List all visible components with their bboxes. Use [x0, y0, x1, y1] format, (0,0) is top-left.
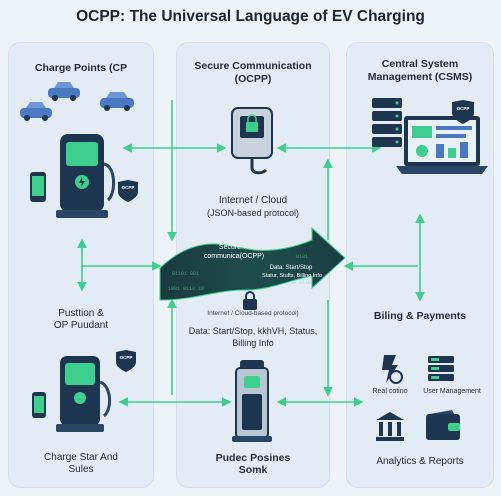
- csms-heading-1: Central System: [381, 58, 459, 70]
- svg-text:01101 001: 01101 001: [172, 271, 199, 277]
- server-laptop-icon: [372, 98, 488, 174]
- arrow-text-1: Secure: [218, 244, 242, 251]
- user-management-label: User Management: [423, 388, 481, 395]
- cloud-label: Internet / Cloud: [218, 195, 288, 206]
- csms-heading-2: Management (CSMS): [367, 71, 473, 83]
- pudec-label-2: Somk: [238, 464, 268, 476]
- billing-label: Biling & Payments: [373, 310, 467, 322]
- ocpp-badge-icon: [118, 180, 138, 202]
- arrow-text-2: communica(OCPP): [203, 253, 265, 260]
- secure-comm-heading-1: Secure Communication: [194, 60, 312, 72]
- ocpp-data-arrow: 01101 001 1001 0110 10 10 0110 0101: [159, 226, 346, 301]
- user-management-icon: [428, 356, 454, 381]
- csms-ocpp-badge-icon: [452, 100, 474, 124]
- position-label-1: Pusttion &: [58, 308, 104, 319]
- svg-text:1001 0110 10: 1001 0110 10: [168, 286, 204, 292]
- lock-icon: [243, 291, 257, 310]
- charger-icon: [56, 134, 115, 218]
- realtime-icon: [382, 355, 403, 384]
- data-label-2: Billing Info: [232, 338, 274, 348]
- cloud-sub-label: (JSON-based protocol): [206, 208, 300, 218]
- charge-start-label-2: Sules: [68, 464, 94, 475]
- arrow-data-2: Statur, Stufts, Billing Info: [262, 273, 322, 279]
- secure-terminal-icon: [231, 107, 273, 175]
- arrow-data-1: Data: Start/Stop: [269, 265, 313, 271]
- ocpp-badge-icon-2: [116, 350, 136, 372]
- ocpp-badge-text-2: OCPP: [120, 355, 133, 360]
- analytics-label: Analytics & Reports: [376, 456, 464, 467]
- pedestal-charger-icon: [232, 360, 272, 442]
- connector-lines: [77, 100, 425, 407]
- svg-text:0101: 0101: [296, 254, 308, 260]
- charge-start-label-1: Charge Star And: [44, 452, 118, 463]
- phone-icon: [30, 172, 46, 202]
- secure-comm-heading-2: (OCPP): [234, 73, 272, 85]
- realtime-label: Real cotino: [372, 388, 408, 395]
- csms-badge-text: OCPP: [457, 106, 470, 111]
- charger-bottom-icon: [56, 356, 111, 432]
- position-label-2: OP Puudant: [53, 320, 109, 331]
- cars-icon: [20, 82, 134, 121]
- data-label-1: Data: Start/Stop, kkhVH, Status,: [188, 326, 318, 336]
- pudec-label-1: Pudec Posines: [215, 452, 291, 464]
- wallet-icon: [426, 410, 460, 440]
- ocpp-badge-text: OCPP: [122, 185, 135, 190]
- page-title: OCPP: The Universal Language of EV Charg…: [76, 8, 425, 25]
- svg-text:10 0110: 10 0110: [290, 280, 311, 286]
- protocol-small-label: Internet / Cloud-based protocol): [207, 310, 299, 317]
- bank-icon: [376, 412, 404, 441]
- phone-bottom-icon: [32, 392, 46, 418]
- charge-points-heading: Charge Points (CP: [34, 62, 128, 74]
